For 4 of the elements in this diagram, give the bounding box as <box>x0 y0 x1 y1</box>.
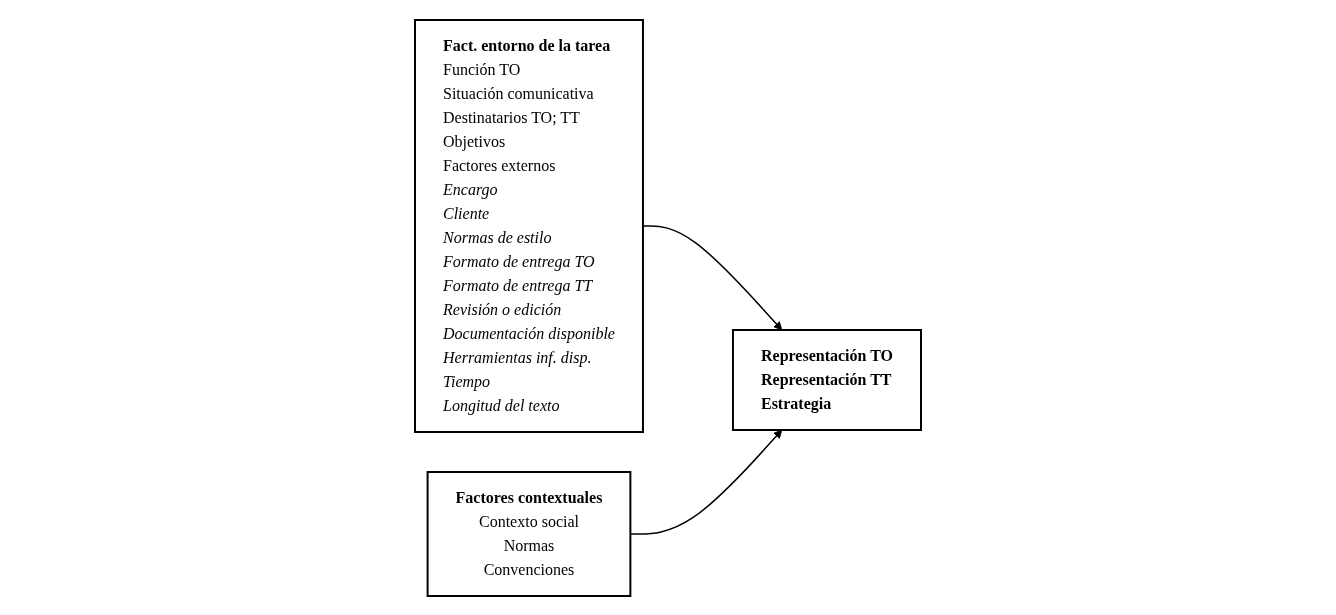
node-box: Representación TO Representación TT Estrategia <box>731 328 922 431</box>
node-box: Factores contextuales Contexto social Normas Convenciones <box>426 470 632 597</box>
node-box: Fact. entorno de la tarea Función TO Situación comunicativa Destinatarios TO; TT Objetivos Factores externos Encargo Cliente Normas de estilo Formato de entrega TO Formato de entrega TT Revisión o edición Documentación disponible Herramientas inf. disp. Tiempo Longitud del texto <box>414 18 644 433</box>
arrow <box>642 224 783 330</box>
